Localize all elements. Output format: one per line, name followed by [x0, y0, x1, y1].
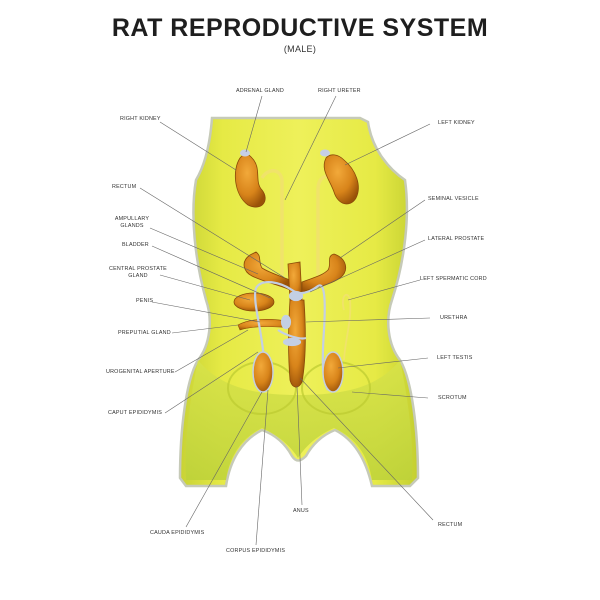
label-cauda-epididymis: CAUDA EPIDIDYMIS	[150, 530, 205, 536]
diagram-title: RAT REPRODUCTIVE SYSTEM	[111, 14, 489, 42]
right-kidney	[234, 149, 266, 208]
label-preputial-gland: PREPUTIAL GLAND	[118, 330, 171, 336]
label-left-kidney: LEFT KIDNEY	[438, 120, 475, 126]
left-kidney	[320, 149, 359, 205]
label-right-ureter: RIGHT URETER	[318, 88, 361, 94]
label-left-spermatic-cord: LEFT SPERMATIC CORD	[420, 276, 487, 282]
label-caput-epididymis: CAPUT EPIDIDYMIS	[108, 410, 163, 416]
label-adrenal-gland: ADRENAL GLAND	[236, 88, 284, 94]
testes	[252, 351, 344, 393]
label-corpus-epididymis: CORPUS EPIDIDYMIS	[226, 548, 286, 554]
label-right-kidney: RIGHT KIDNEY	[120, 116, 161, 122]
label-ampullary-glands: AMPULLARY GLANDS	[114, 216, 150, 229]
label-rectum-bottom: RECTUM	[438, 522, 463, 528]
label-rectum-top: RECTUM	[112, 184, 137, 190]
label-lateral-prostate: LATERAL PROSTATE	[428, 236, 485, 242]
label-scrotum: SCROTUM	[438, 395, 467, 401]
label-central-prostate-gland: CENTRAL PROSTATE GLAND	[109, 266, 167, 279]
label-urethra: URETHRA	[440, 315, 468, 321]
leader-lines	[139, 95, 434, 546]
label-anus: ANUS	[293, 508, 309, 514]
label-urogenital-aperture: UROGENITAL APERTURE	[106, 369, 175, 375]
label-penis: PENIS	[136, 298, 154, 304]
diagram-subtitle: (MALE)	[283, 44, 317, 54]
label-bladder: BLADDER	[122, 242, 149, 248]
left-spermatic-cord	[342, 293, 352, 361]
label-seminal-vesicle: SEMINAL VESICLE	[428, 196, 479, 202]
label-left-testis: LEFT TESTIS	[437, 355, 473, 361]
